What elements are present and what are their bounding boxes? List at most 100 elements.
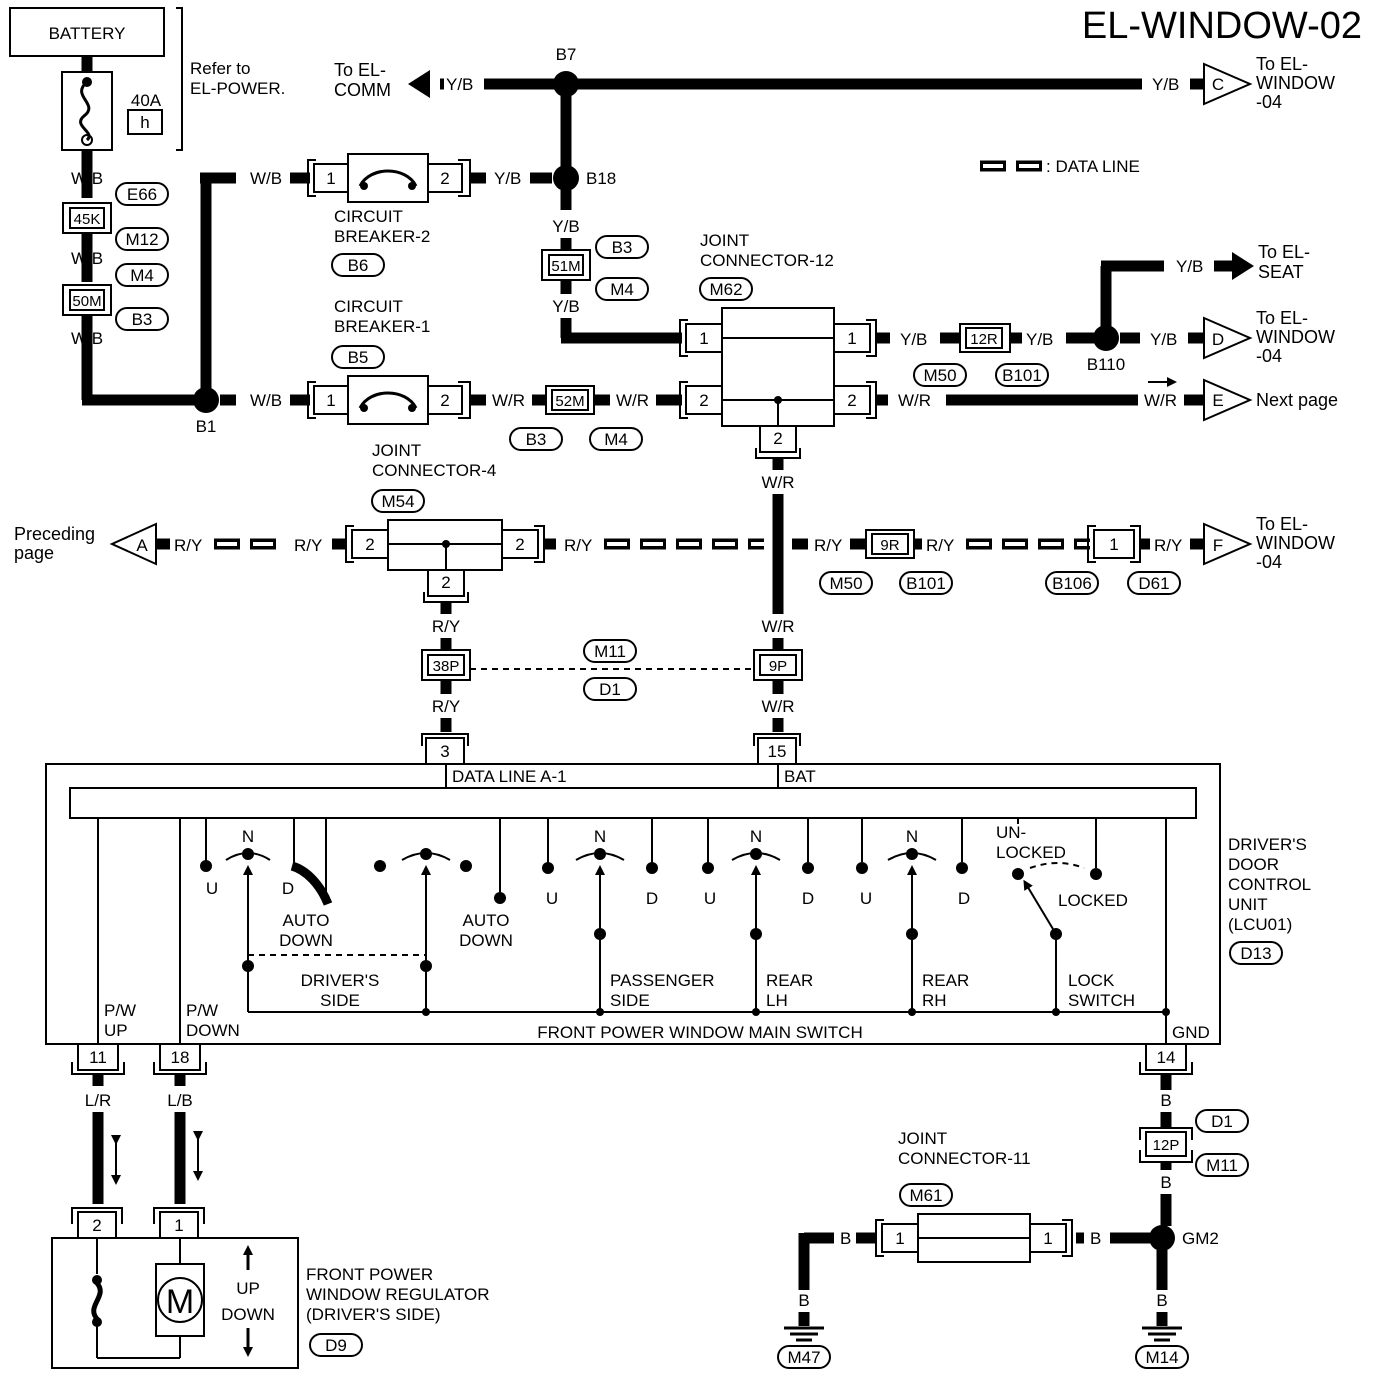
svg-text:Y/B: Y/B: [446, 75, 473, 94]
svg-text:L/B: L/B: [167, 1091, 193, 1110]
svg-text:2: 2: [92, 1216, 101, 1235]
svg-text:BREAKER-1: BREAKER-1: [334, 317, 430, 336]
svg-text:Y/B: Y/B: [1152, 75, 1179, 94]
svg-text:B: B: [840, 1229, 851, 1248]
connector-d61: 1: [1087, 525, 1141, 563]
svg-text:F: F: [1213, 536, 1223, 555]
svg-text:PASSENGER: PASSENGER: [610, 971, 715, 990]
svg-text:B3: B3: [612, 238, 633, 257]
svg-text:R/Y: R/Y: [1154, 536, 1182, 555]
svg-text:FRONT POWER: FRONT POWER: [306, 1265, 433, 1284]
svg-text:M11: M11: [594, 642, 626, 661]
svg-text:SIDE: SIDE: [320, 991, 360, 1010]
svg-text:38P: 38P: [433, 658, 460, 675]
svg-text:WINDOW REGULATOR: WINDOW REGULATOR: [306, 1285, 490, 1304]
svg-text:DRIVER'S: DRIVER'S: [301, 971, 380, 990]
svg-text:D: D: [958, 889, 970, 908]
svg-text:D9: D9: [325, 1336, 347, 1355]
svg-text:B: B: [1160, 1091, 1171, 1110]
svg-text:A: A: [136, 536, 148, 555]
connector-12p: 12P: [1139, 1127, 1193, 1163]
svg-text:h: h: [140, 113, 149, 132]
svg-text:1: 1: [1109, 535, 1118, 554]
svg-text:BREAKER-2: BREAKER-2: [334, 227, 430, 246]
svg-text:COMM: COMM: [334, 80, 391, 100]
svg-text:M: M: [166, 1283, 194, 1321]
svg-text:15: 15: [768, 742, 787, 761]
svg-text:12R: 12R: [970, 331, 998, 348]
svg-text:EL-POWER.: EL-POWER.: [190, 79, 285, 98]
svg-text:R/Y: R/Y: [432, 617, 460, 636]
svg-text:14: 14: [1157, 1048, 1176, 1067]
svg-text:M12: M12: [125, 230, 158, 249]
svg-text:40A: 40A: [131, 91, 162, 110]
svg-text:N: N: [242, 827, 254, 846]
svg-text:SEAT: SEAT: [1258, 262, 1304, 282]
joint-connector-11: 1 1: [875, 1213, 1073, 1263]
connector-51m: 51M: [541, 249, 591, 281]
svg-text:B110: B110: [1087, 355, 1125, 374]
svg-text:B1: B1: [196, 417, 217, 436]
joint-connector-4: 2 2 2: [345, 519, 545, 603]
svg-text:51M: 51M: [551, 258, 580, 275]
svg-text:2: 2: [440, 169, 449, 188]
svg-text:DATA LINE A-1: DATA LINE A-1: [452, 767, 567, 786]
page-title: EL-WINDOW-02: [1082, 5, 1362, 47]
svg-text:-04: -04: [1256, 92, 1282, 112]
ground-m47: [784, 1326, 824, 1342]
svg-text:B101: B101: [906, 574, 946, 593]
window-regulator: M UP DOWN: [51, 1237, 299, 1369]
joint-connector-12: 1 2 1 2 2: [679, 307, 877, 459]
arrow-d: [1203, 316, 1253, 360]
svg-text:N: N: [906, 827, 918, 846]
svg-text:12P: 12P: [1153, 1137, 1180, 1154]
svg-text:To EL-: To EL-: [1258, 242, 1310, 262]
svg-text:-04: -04: [1256, 346, 1282, 366]
svg-text:1: 1: [847, 329, 856, 348]
svg-text:1: 1: [326, 169, 335, 188]
svg-text:SIDE: SIDE: [610, 991, 650, 1010]
svg-text:LOCKED: LOCKED: [1058, 891, 1128, 910]
connector-50m: 50M: [62, 284, 112, 316]
svg-text:BAT: BAT: [784, 767, 816, 786]
svg-text:DOWN: DOWN: [186, 1021, 240, 1040]
svg-text:JOINT: JOINT: [898, 1129, 947, 1148]
svg-text:11: 11: [89, 1048, 107, 1067]
svg-text:N: N: [594, 827, 606, 846]
svg-text:B101: B101: [1002, 366, 1042, 385]
svg-text:To EL-: To EL-: [334, 60, 386, 80]
svg-text:M14: M14: [1145, 1348, 1178, 1367]
svg-text:AUTO: AUTO: [463, 911, 510, 930]
svg-text:AUTO: AUTO: [283, 911, 330, 930]
svg-text:LOCKED: LOCKED: [996, 843, 1066, 862]
arrow-a: [109, 522, 157, 566]
svg-text:UP: UP: [236, 1279, 260, 1298]
svg-text:page: page: [14, 543, 54, 563]
svg-text:To EL-: To EL-: [1256, 308, 1308, 328]
circuit-breaker-1: 1 2: [307, 375, 471, 425]
svg-text:R/Y: R/Y: [926, 536, 954, 555]
svg-text:W/R: W/R: [761, 473, 794, 492]
svg-text:N: N: [750, 827, 762, 846]
svg-text:M62: M62: [709, 280, 742, 299]
svg-text:UNIT: UNIT: [1228, 895, 1268, 914]
svg-text:(DRIVER'S SIDE): (DRIVER'S SIDE): [306, 1305, 441, 1324]
svg-text:B: B: [1090, 1229, 1101, 1248]
svg-text:C: C: [1212, 75, 1224, 94]
svg-text:JOINT: JOINT: [372, 441, 421, 460]
svg-text:M54: M54: [381, 492, 414, 511]
svg-text:CONNECTOR-11: CONNECTOR-11: [898, 1149, 1031, 1168]
svg-text:WINDOW: WINDOW: [1256, 73, 1335, 93]
svg-text:U: U: [860, 889, 872, 908]
svg-text:Y/B: Y/B: [900, 330, 927, 349]
svg-text:U: U: [206, 879, 218, 898]
svg-text:2: 2: [441, 573, 450, 592]
svg-text:3: 3: [440, 742, 449, 761]
fuse-40a: 40A h: [61, 71, 163, 151]
svg-text:B106: B106: [1052, 574, 1092, 593]
data-line-legend: : DATA LINE: [980, 157, 1140, 176]
svg-text:9R: 9R: [880, 537, 899, 554]
svg-text:9P: 9P: [769, 658, 787, 675]
svg-text:B: B: [798, 1291, 809, 1310]
